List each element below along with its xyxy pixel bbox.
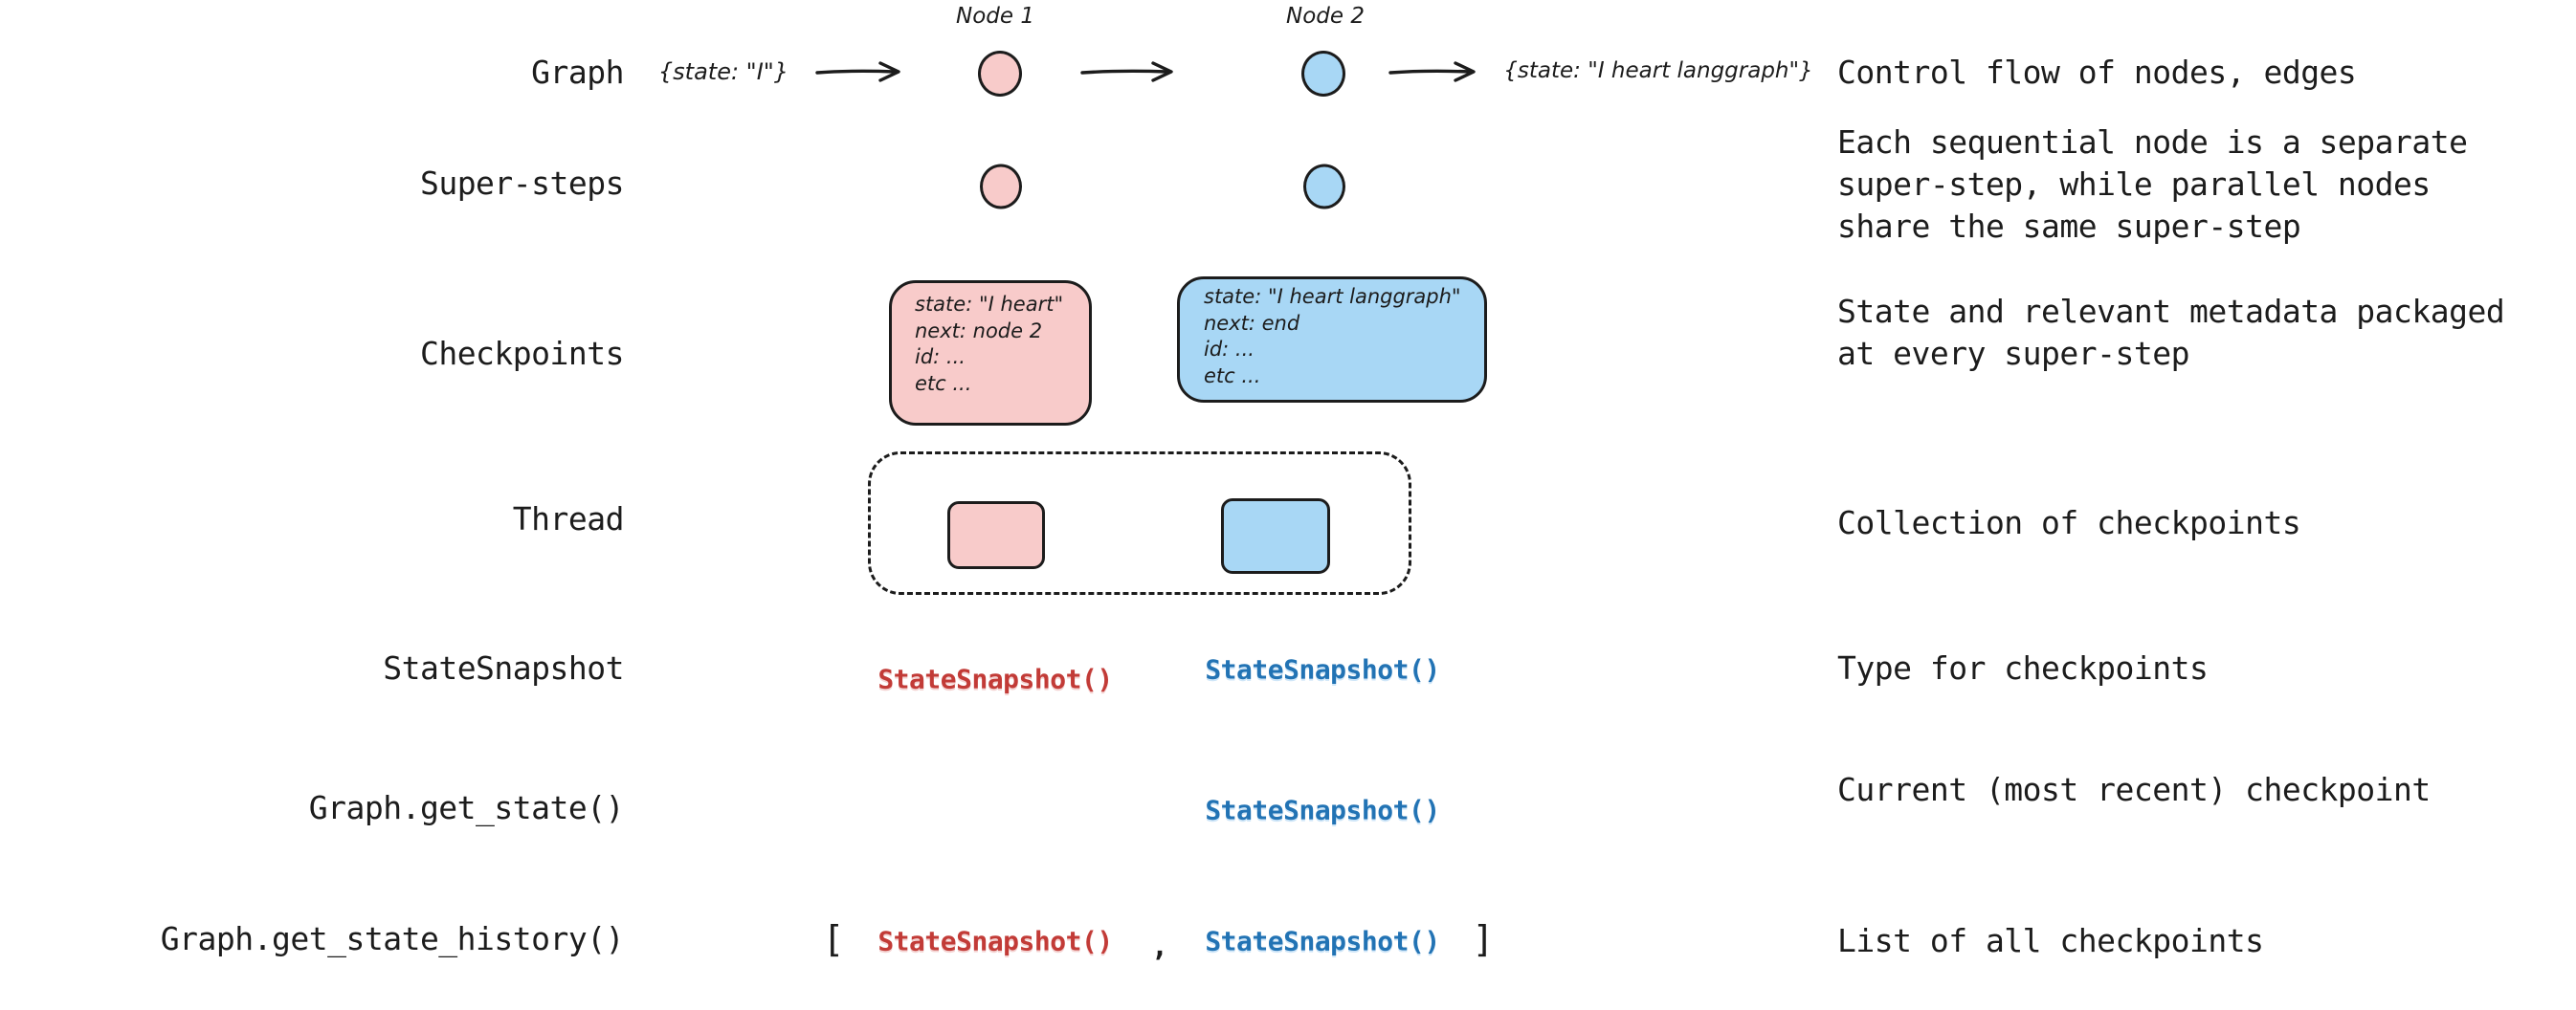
card-line: etc ... [915,371,972,395]
output-state-annotation: {state: "I heart langgraph"} [1503,58,1813,83]
description-statesnapshot: Type for checkpoints [1837,649,2209,687]
flow-arrow-icon [1080,61,1173,82]
statesnapshot-blue-code: StateSnapshot() [1205,653,1440,686]
description-get-state: Current (most recent) checkpoint [1837,771,2431,808]
node2-label: Node 2 [1286,4,1365,29]
description-checkpoints: State and relevant metadata packaged at … [1837,291,2505,375]
description-get-state-history: List of all checkpoints [1837,922,2264,959]
row-label-super-steps: Super-steps [419,165,625,202]
card-line: id: ... [915,345,966,368]
flow-arrow-icon [1388,61,1476,82]
thread-dashed-box [868,451,1411,595]
card-line: state: "I heart" [915,293,1064,316]
history-red-code: StateSnapshot() [877,925,1113,957]
superstep1-circle [980,164,1022,209]
description-line: super-step, while parallel nodes [1837,165,2431,203]
card-line: next: node 2 [915,318,1043,342]
checkpoint-card-blue [1177,276,1487,403]
checkpoint-card-blue-text: state: "I heart langgraph" next: end id:… [1204,284,1461,389]
open-bracket: [ [822,918,845,960]
input-state-annotation: {state: "I"} [657,58,789,85]
description-line: share the same super-step [1837,208,2301,245]
row-label-checkpoints: Checkpoints [419,335,625,372]
row-label-get-state-history: Graph.get_state_history() [160,920,625,957]
statesnapshot-red-code: StateSnapshot() [877,663,1113,695]
description-line: Each sequential node is a separate [1837,123,2468,161]
superstep2-circle [1303,164,1345,209]
description-line: State and relevant metadata packaged [1837,293,2505,330]
node1-circle [978,51,1022,97]
checkpoint-card-pink [889,280,1092,426]
comma: , [1150,930,1169,964]
close-bracket: ] [1472,918,1495,960]
row-label-graph: Graph [531,54,624,91]
card-line: next: end [1204,311,1300,335]
checkpoint-card-pink-text: state: "I heart" next: node 2 id: ... et… [915,292,1063,397]
flow-arrow-icon [815,61,900,82]
history-blue-code: StateSnapshot() [1205,925,1440,957]
description-graph: Control flow of nodes, edges [1837,54,2357,91]
row-label-thread: Thread [512,500,625,538]
node2-circle [1301,51,1345,97]
thread-checkpoint-pink [947,501,1045,569]
get-state-blue-code: StateSnapshot() [1205,794,1440,826]
description-super-steps: Each sequential node is a separate super… [1837,121,2468,248]
node1-label: Node 1 [956,4,1034,29]
card-line: etc ... [1204,363,1261,387]
thread-checkpoint-blue [1221,498,1330,574]
row-label-get-state: Graph.get_state() [308,789,625,826]
description-line: at every super-step [1837,335,2190,372]
card-line: state: "I heart langgraph" [1204,285,1461,308]
card-line: id: ... [1204,338,1255,361]
row-label-statesnapshot: StateSnapshot [383,649,624,687]
description-thread: Collection of checkpoints [1837,504,2301,541]
